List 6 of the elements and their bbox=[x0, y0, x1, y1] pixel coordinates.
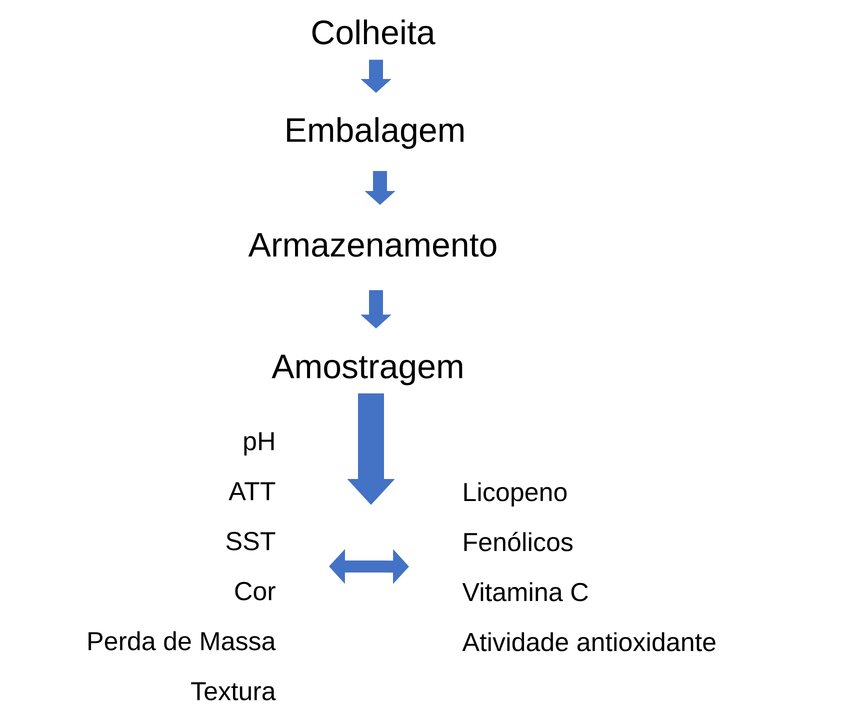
step-label: Amostragem bbox=[272, 354, 462, 386]
step-label: Embalagem bbox=[287, 117, 464, 149]
step-label: Colheita bbox=[312, 20, 436, 44]
parameter-list: Licopeno Fenólicos Vitamina C Atividade antioxidante bbox=[462, 482, 716, 652]
step-label: Armazenamento bbox=[248, 233, 496, 257]
parameter-list: pH ATT SST Cor Perda de Massa Textura bbox=[88, 432, 276, 700]
